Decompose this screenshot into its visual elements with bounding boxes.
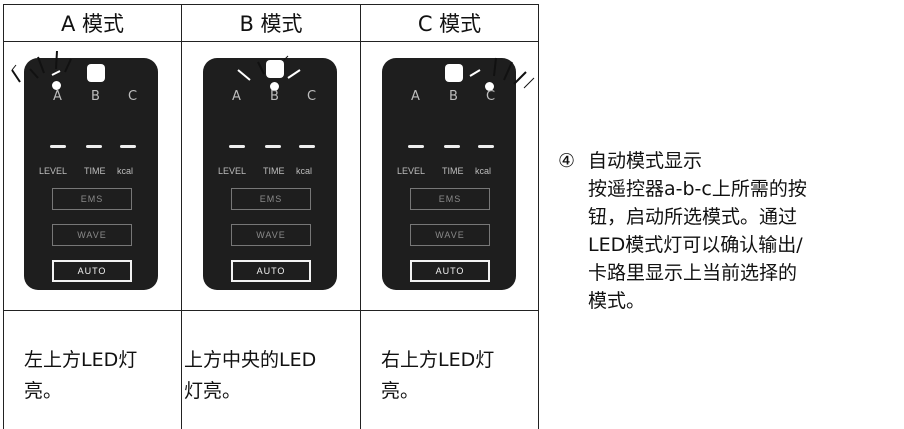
led-b-lit xyxy=(270,82,279,91)
remote-body xyxy=(24,58,158,290)
caption-c: 右上方LED灯 亮。 xyxy=(381,345,494,407)
caption-line: 左上方LED灯 xyxy=(24,349,138,371)
wave-button[interactable]: WAVE xyxy=(410,224,490,246)
note-line: LED模式灯可以确认输出/ xyxy=(588,234,803,256)
mode-b-header: B 模式 xyxy=(239,12,303,36)
letter-b: B xyxy=(91,89,100,104)
ems-button[interactable]: EMS xyxy=(52,188,132,210)
letter-c: C xyxy=(307,89,317,104)
led-rays-icon xyxy=(469,57,535,89)
letter-a: A xyxy=(53,89,62,104)
wave-button[interactable]: WAVE xyxy=(231,224,311,246)
caption-line: 亮。 xyxy=(381,380,420,402)
note-marker: ④ xyxy=(558,150,576,172)
led-rays-icon xyxy=(29,50,72,79)
led-c-lit xyxy=(485,82,494,91)
grid-line xyxy=(360,4,361,429)
grid-line xyxy=(3,4,538,5)
auto-button[interactable]: AUTO xyxy=(410,260,490,282)
letter-c: C xyxy=(486,89,496,104)
letter-a: A xyxy=(232,89,241,104)
label-level: LEVEL xyxy=(39,166,68,176)
auto-mode-note: ④ 自动模式显示 按遥控器a-b-c上所需的按 钮，启动所选模式。通过 LED模式… xyxy=(558,147,807,315)
digit-dash xyxy=(478,145,494,148)
label-kcal: kcal xyxy=(475,166,492,176)
led-highlight xyxy=(266,60,284,78)
mode-c-header: C 模式 xyxy=(417,12,482,36)
label-time: TIME xyxy=(84,166,106,176)
ems-button[interactable]: EMS xyxy=(231,188,311,210)
caption-a: 左上方LED灯 亮。 xyxy=(24,345,137,407)
label-kcal: kcal xyxy=(117,166,134,176)
label-level: LEVEL xyxy=(218,166,247,176)
letter-c: C xyxy=(128,89,138,104)
remote-body xyxy=(382,58,516,290)
grid-line xyxy=(3,310,538,311)
digit-dash xyxy=(299,145,315,148)
caption-b: 上方中央的LED 灯亮。 xyxy=(184,345,316,407)
caption-line: 灯亮。 xyxy=(184,380,242,402)
caption-line: 上方中央的LED xyxy=(184,349,317,371)
label-kcal: kcal xyxy=(296,166,313,176)
caption-line: 右上方LED灯 xyxy=(381,349,495,371)
label-time: TIME xyxy=(263,166,285,176)
grid-line xyxy=(181,4,182,429)
mode-a-header: A 模式 xyxy=(60,12,125,36)
grid-line xyxy=(3,4,4,429)
digit-dash xyxy=(50,145,66,148)
digit-dash xyxy=(229,145,245,148)
note-line: 模式。 xyxy=(588,290,646,312)
grid-line xyxy=(538,4,539,429)
grid-line xyxy=(3,41,538,42)
label-time: TIME xyxy=(442,166,464,176)
note-line: 按遥控器a-b-c上所需的按 xyxy=(588,178,807,200)
ems-button[interactable]: EMS xyxy=(410,188,490,210)
digit-dash xyxy=(408,145,424,148)
auto-button[interactable]: AUTO xyxy=(231,260,311,282)
digit-dash xyxy=(120,145,136,148)
led-highlight xyxy=(445,64,463,82)
digit-dash xyxy=(86,145,102,148)
wave-button[interactable]: WAVE xyxy=(52,224,132,246)
letter-a: A xyxy=(411,89,420,104)
caption-line: 亮。 xyxy=(24,380,63,402)
note-line: 钮，启动所选模式。通过 xyxy=(588,206,798,228)
note-line: 自动模式显示 xyxy=(588,150,703,172)
label-level: LEVEL xyxy=(397,166,426,176)
remote-body xyxy=(203,58,337,290)
auto-button[interactable]: AUTO xyxy=(52,260,132,282)
letter-b: B xyxy=(449,89,458,104)
led-highlight xyxy=(87,64,105,82)
led-rays-icon xyxy=(11,64,21,83)
led-a-lit xyxy=(52,81,61,90)
digit-dash xyxy=(265,145,281,148)
letter-b: B xyxy=(270,89,279,104)
note-line: 卡路里显示上当前选择的 xyxy=(588,262,798,284)
digit-dash xyxy=(444,145,460,148)
